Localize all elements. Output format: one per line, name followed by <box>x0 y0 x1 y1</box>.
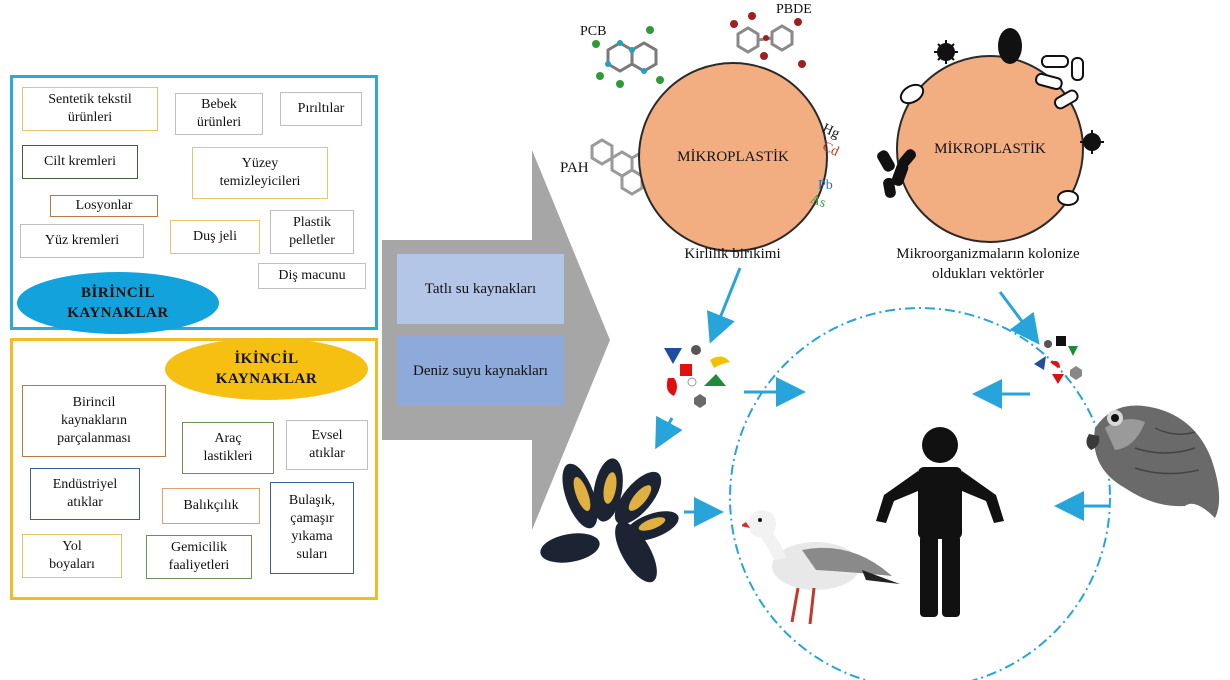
seagull-icon <box>742 510 900 625</box>
item-text: Bulaşık, <box>288 493 336 508</box>
fish-icon <box>1086 405 1220 518</box>
item-text: Endüstriyel <box>52 477 118 492</box>
chemical-label-pah: PAH <box>560 160 589 176</box>
source-item: Yol boyaları <box>22 534 122 578</box>
microplastic-pollution-circle: MİKROPLASTİK <box>638 62 828 252</box>
caption-text: Mikroorganizmaların kolonize <box>896 246 1080 262</box>
item-text: boyaları <box>49 557 95 572</box>
source-item: Pırıltılar <box>280 92 362 126</box>
source-item: Plastik pelletler <box>270 210 354 254</box>
circle-label: MİKROPLASTİK <box>934 140 1046 157</box>
primary-sources-title: BİRİNCİL KAYNAKLAR <box>17 272 219 334</box>
item-text: Birincil <box>72 395 116 410</box>
pcb-molecule-icon <box>592 26 664 88</box>
item-text: Gemicilik <box>171 540 227 555</box>
source-item: Duş jeli <box>170 220 260 254</box>
item-text: Yüzey <box>241 156 279 171</box>
title-line: KAYNAKLAR <box>67 305 169 321</box>
item-text: ürünleri <box>196 115 242 130</box>
title-line: BİRİNCİL <box>80 285 156 301</box>
item-text: Bebek <box>201 97 237 112</box>
item-text: kaynakların <box>60 413 128 428</box>
source-item: Yüz kremleri <box>20 224 144 258</box>
source-item: Yüzey temizleyicileri <box>192 147 328 199</box>
source-item: Bebek ürünleri <box>175 93 263 135</box>
mussels-icon <box>540 458 679 583</box>
caption-text: Kirlilik birikimi <box>684 246 781 262</box>
source-item: Birincil kaynakların parçalanması <box>22 385 166 457</box>
chemical-label-pb: Pb <box>818 178 833 193</box>
source-item: Cilt kremleri <box>22 145 138 179</box>
source-item: Bulaşık, çamaşır yıkama suları <box>270 482 354 574</box>
item-text: Diş macunu <box>278 268 346 283</box>
item-text: atıklar <box>67 495 103 510</box>
item-text: Losyonlar <box>75 198 133 213</box>
microplastic-fragments-icon <box>664 345 730 408</box>
secondary-sources-title: İKİNCİL KAYNAKLAR <box>165 338 368 400</box>
item-text: Duş jeli <box>193 229 237 244</box>
title-line: İKİNCİL <box>234 351 299 367</box>
chemical-label-pcb: PCB <box>580 24 607 39</box>
source-item: Araç lastikleri <box>182 422 274 474</box>
item-text: lastikleri <box>203 449 253 464</box>
item-text: çamaşır <box>290 511 334 526</box>
food-chain-circle <box>729 307 1111 680</box>
item-text: Yol <box>62 539 82 554</box>
chemical-label-pbde: PBDE <box>776 2 812 17</box>
freshwater-label: Tatlı su kaynakları <box>424 280 537 297</box>
caption-text: oldukları vektörler <box>931 266 1045 282</box>
item-text: pelletler <box>289 233 335 248</box>
source-item: Losyonlar <box>50 195 158 217</box>
item-text: Cilt kremleri <box>44 154 116 169</box>
primary-sources-panel <box>10 75 378 330</box>
source-item: Endüstriyel atıklar <box>30 468 140 520</box>
seawater-label: Deniz suyu kaynakları <box>413 362 548 379</box>
item-text: Araç <box>214 431 242 446</box>
circle-label: MİKROPLASTİK <box>677 148 789 165</box>
item-text: Evsel <box>311 428 343 443</box>
item-text: faaliyetleri <box>168 558 230 573</box>
item-text: parçalanması <box>57 431 131 446</box>
item-text: Pırıltılar <box>297 101 345 116</box>
item-text: Balıkçılık <box>183 498 239 513</box>
title-line: KAYNAKLAR <box>215 371 318 387</box>
human-icon <box>876 427 1004 617</box>
secondary-sources-panel <box>10 338 378 600</box>
item-text: Yüz kremleri <box>44 233 120 248</box>
item-text: ürünleri <box>67 110 113 125</box>
item-text: temizleyicileri <box>219 174 301 189</box>
item-text: Plastik <box>292 215 332 230</box>
microorganisms-icon <box>877 28 1104 206</box>
microplastic-fragments-icon <box>1034 336 1082 384</box>
seawater-sources-box: Deniz suyu kaynakları <box>397 336 564 406</box>
source-item: Diş macunu <box>258 263 366 289</box>
item-text: yıkama <box>291 529 333 544</box>
source-item: Evsel atıklar <box>286 420 368 470</box>
microorganism-vectors-caption: Mikroorganizmaların kolonize oldukları v… <box>880 244 1096 284</box>
source-item: Gemicilik faaliyetleri <box>146 535 252 579</box>
freshwater-sources-box: Tatlı su kaynakları <box>397 254 564 324</box>
item-text: Sentetik tekstil <box>48 92 132 107</box>
item-text: suları <box>296 547 328 562</box>
source-item: Balıkçılık <box>162 488 260 524</box>
source-item: Sentetik tekstil ürünleri <box>22 87 158 131</box>
item-text: atıklar <box>309 446 345 461</box>
pbde-molecule-icon <box>730 12 806 68</box>
pollution-accumulation-caption: Kirlilik birikimi <box>650 244 815 264</box>
